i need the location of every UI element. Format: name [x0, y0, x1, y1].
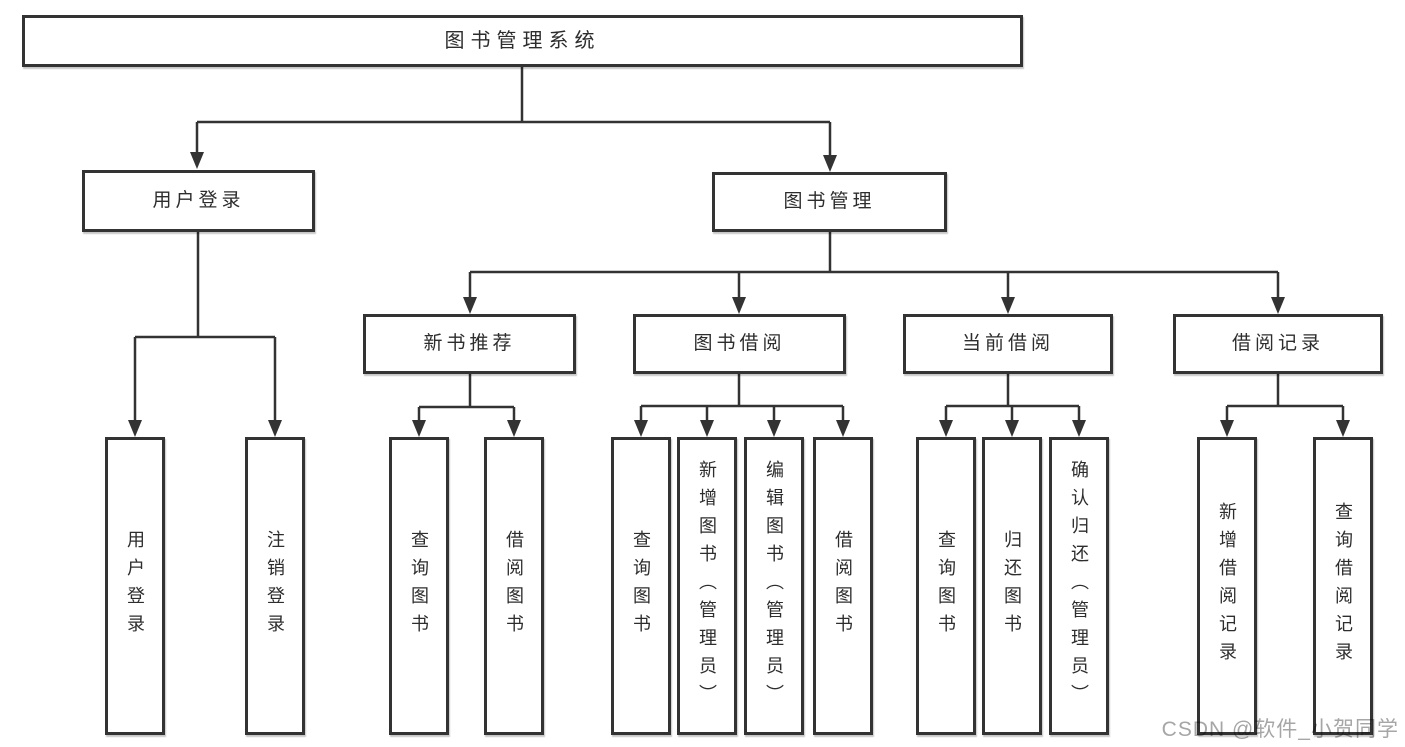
leaf-borrow-books: 借阅图书 [813, 437, 873, 735]
leaf-add-books-admin: 新增图书（管理员） [677, 437, 737, 735]
arrowhead [128, 420, 142, 437]
arrowhead [939, 420, 953, 437]
node-user-login: 用户登录 [82, 170, 315, 232]
connector-user-login-to-leaves [133, 232, 277, 422]
node-new-book-recommend: 新书推荐 [363, 314, 576, 374]
connector-book-management-to-level3 [468, 232, 1280, 299]
leaf-add-borrow-record: 新增借阅记录 [1197, 437, 1257, 735]
leaf-user-login: 用户登录 [105, 437, 165, 735]
arrowhead [1220, 420, 1234, 437]
arrowhead [268, 420, 282, 437]
node-book-borrow: 图书借阅 [633, 314, 846, 374]
arrowhead [836, 420, 850, 437]
arrowhead [1271, 297, 1285, 314]
connector-new-book-to-leaves [417, 374, 516, 422]
arrowhead [1005, 420, 1019, 437]
arrowhead [700, 420, 714, 437]
arrowhead [1001, 297, 1015, 314]
csdn-watermark: CSDN @软件_小贺同学 [1161, 718, 1399, 741]
leaf-query-books-borrow: 查询图书 [611, 437, 671, 735]
arrowhead [634, 420, 648, 437]
leaf-confirm-return-admin: 确认归还（管理员） [1049, 437, 1109, 735]
arrowhead [463, 297, 477, 314]
node-borrow-records: 借阅记录 [1173, 314, 1383, 374]
node-book-management: 图书管理 [712, 172, 947, 232]
connector-borrow-records-to-leaves [1225, 374, 1345, 422]
leaf-query-books-current: 查询图书 [916, 437, 976, 735]
arrowhead [190, 152, 204, 169]
arrowhead [1072, 420, 1086, 437]
connector-book-borrow-to-leaves [639, 374, 845, 422]
node-root-system: 图书管理系统 [22, 15, 1023, 67]
arrowhead [823, 155, 837, 172]
arrowhead [1336, 420, 1350, 437]
arrowhead [412, 420, 426, 437]
arrowhead [507, 420, 521, 437]
leaf-return-books: 归还图书 [982, 437, 1042, 735]
connector-current-borrow-to-leaves [944, 374, 1081, 422]
leaf-query-books-recommend: 查询图书 [389, 437, 449, 735]
arrowhead [767, 420, 781, 437]
leaf-query-borrow-record: 查询借阅记录 [1313, 437, 1373, 735]
connector-root-to-level2 [195, 67, 832, 157]
node-current-borrow: 当前借阅 [903, 314, 1113, 374]
leaf-logout: 注销登录 [245, 437, 305, 735]
arrowhead [732, 297, 746, 314]
leaf-borrow-books-recommend: 借阅图书 [484, 437, 544, 735]
leaf-edit-books-admin: 编辑图书（管理员） [744, 437, 804, 735]
